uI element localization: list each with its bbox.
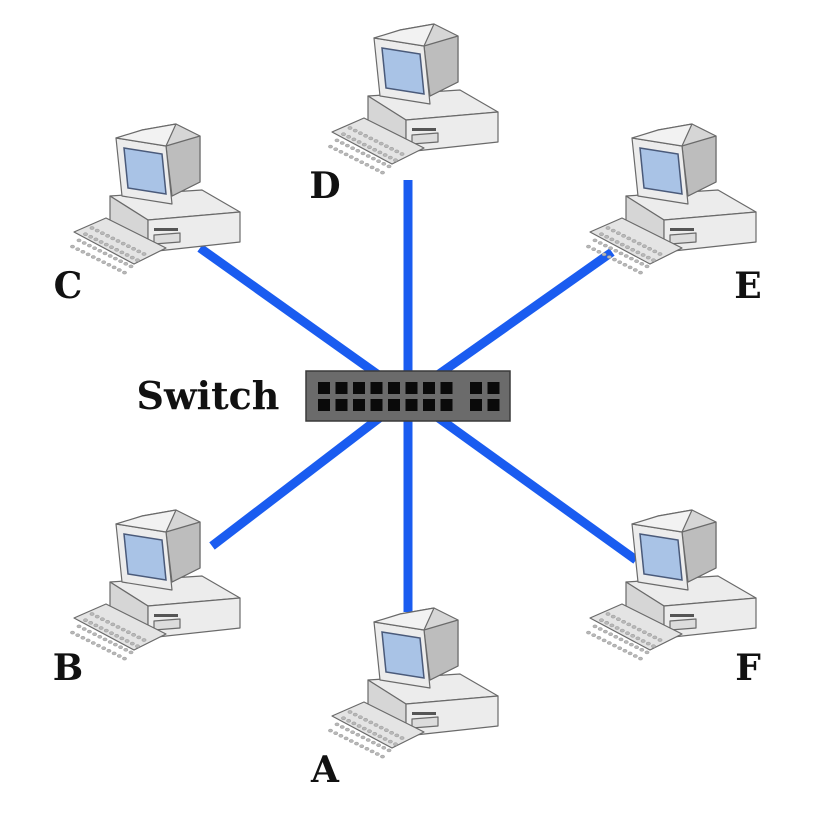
drive-bay xyxy=(153,232,181,245)
keyboard-keys xyxy=(70,226,147,275)
monitor-back-side xyxy=(681,521,717,583)
keyboard-keys xyxy=(586,612,663,661)
switch-uplink-port xyxy=(470,382,482,394)
switch-port xyxy=(335,399,348,411)
node-label-E: E xyxy=(734,265,761,307)
switch-port xyxy=(423,399,435,411)
monitor-back-side xyxy=(165,521,201,583)
monitor-screen xyxy=(123,533,167,581)
node-label-D: D xyxy=(309,165,340,207)
switch-port xyxy=(440,399,453,411)
switch-uplink-port xyxy=(470,399,482,411)
switch-label: Switch xyxy=(137,373,280,418)
monitor-back-side xyxy=(165,135,201,197)
monitor-back-side xyxy=(681,135,717,197)
drive-bay xyxy=(669,232,697,245)
switch-port xyxy=(388,382,400,394)
drive-bay xyxy=(669,618,697,631)
switch-port xyxy=(405,382,418,394)
computer-C xyxy=(70,123,241,275)
monitor-screen xyxy=(639,533,683,581)
labels-layer: Switch A B C D E F xyxy=(53,165,762,791)
drive-slot xyxy=(154,228,178,231)
computers-layer xyxy=(70,23,757,759)
monitor-screen xyxy=(123,147,167,195)
monitor-screen xyxy=(381,631,425,679)
drive-slot xyxy=(154,614,178,617)
switch-port xyxy=(318,382,330,394)
monitor-back-side xyxy=(423,35,459,97)
cable-switch-to-F xyxy=(405,392,639,564)
monitor-top xyxy=(115,509,177,533)
drive-slot xyxy=(670,228,694,231)
switch-port xyxy=(318,399,330,411)
switch-port xyxy=(353,399,365,411)
monitor-top xyxy=(631,123,693,147)
drive-bay xyxy=(411,132,439,145)
switch-port xyxy=(405,399,418,411)
switch-port xyxy=(353,382,365,394)
switch-port xyxy=(440,382,453,394)
keyboard-keys xyxy=(586,226,663,275)
computer-B xyxy=(70,509,241,661)
switch-body xyxy=(305,370,511,422)
switch-port xyxy=(423,382,435,394)
computer-E xyxy=(586,123,757,275)
keyboard-keys xyxy=(328,126,405,175)
keyboard-keys xyxy=(70,612,147,661)
monitor-top xyxy=(373,23,435,47)
switch-port xyxy=(370,399,383,411)
monitor-top xyxy=(115,123,177,147)
switch-port xyxy=(370,382,383,394)
monitor-top xyxy=(631,509,693,533)
drive-slot xyxy=(412,712,436,715)
switch-port xyxy=(388,399,400,411)
switch-port xyxy=(335,382,348,394)
monitor-screen xyxy=(639,147,683,195)
computer-F xyxy=(586,509,757,661)
monitor-top xyxy=(373,607,435,631)
switch-ports xyxy=(318,382,500,411)
node-label-A: A xyxy=(310,749,340,791)
computer-A xyxy=(328,607,499,759)
keyboard-keys xyxy=(328,710,405,759)
computer-D xyxy=(328,23,499,175)
node-label-F: F xyxy=(735,647,761,689)
switch xyxy=(305,370,511,422)
node-label-B: B xyxy=(53,647,83,689)
node-label-C: C xyxy=(54,265,83,307)
drive-bay xyxy=(411,716,439,729)
drive-bay xyxy=(153,618,181,631)
switch-uplink-port xyxy=(487,399,500,411)
monitor-screen xyxy=(381,47,425,95)
switch-uplink-port xyxy=(487,382,500,394)
drive-slot xyxy=(670,614,694,617)
drive-slot xyxy=(412,128,436,131)
monitor-back-side xyxy=(423,619,459,681)
